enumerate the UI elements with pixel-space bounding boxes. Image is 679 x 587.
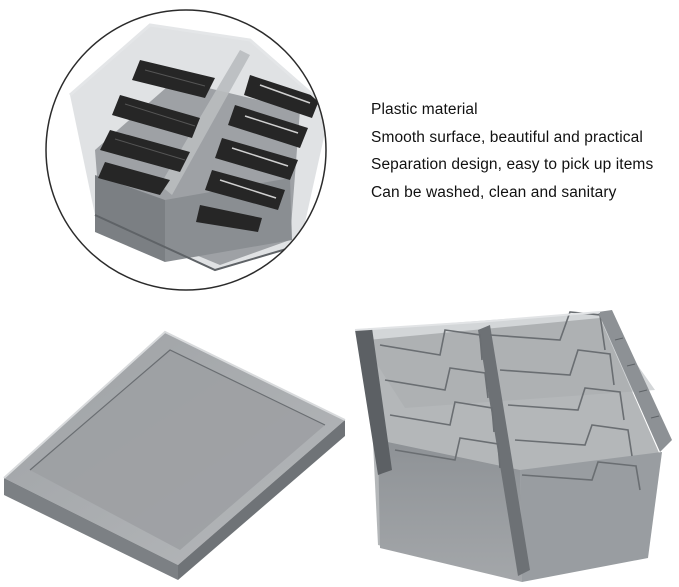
comb-guards-right [196, 75, 320, 232]
storage-lid [3, 330, 346, 580]
feature-item: Can be washed, clean and sanitary [371, 183, 617, 201]
compartments-right [489, 311, 641, 491]
feature-item: Plastic material [371, 101, 478, 118]
comb-guards-left [98, 60, 215, 195]
feature-item: Smooth surface, beautiful and practical [371, 128, 643, 146]
feature-item: Separation design, easy to pick up items [371, 156, 654, 173]
magnified-inset [45, 9, 327, 291]
feature-list: Plastic material Smooth surface, beautif… [371, 96, 671, 206]
compartments-left [379, 329, 501, 469]
storage-box [354, 310, 672, 582]
